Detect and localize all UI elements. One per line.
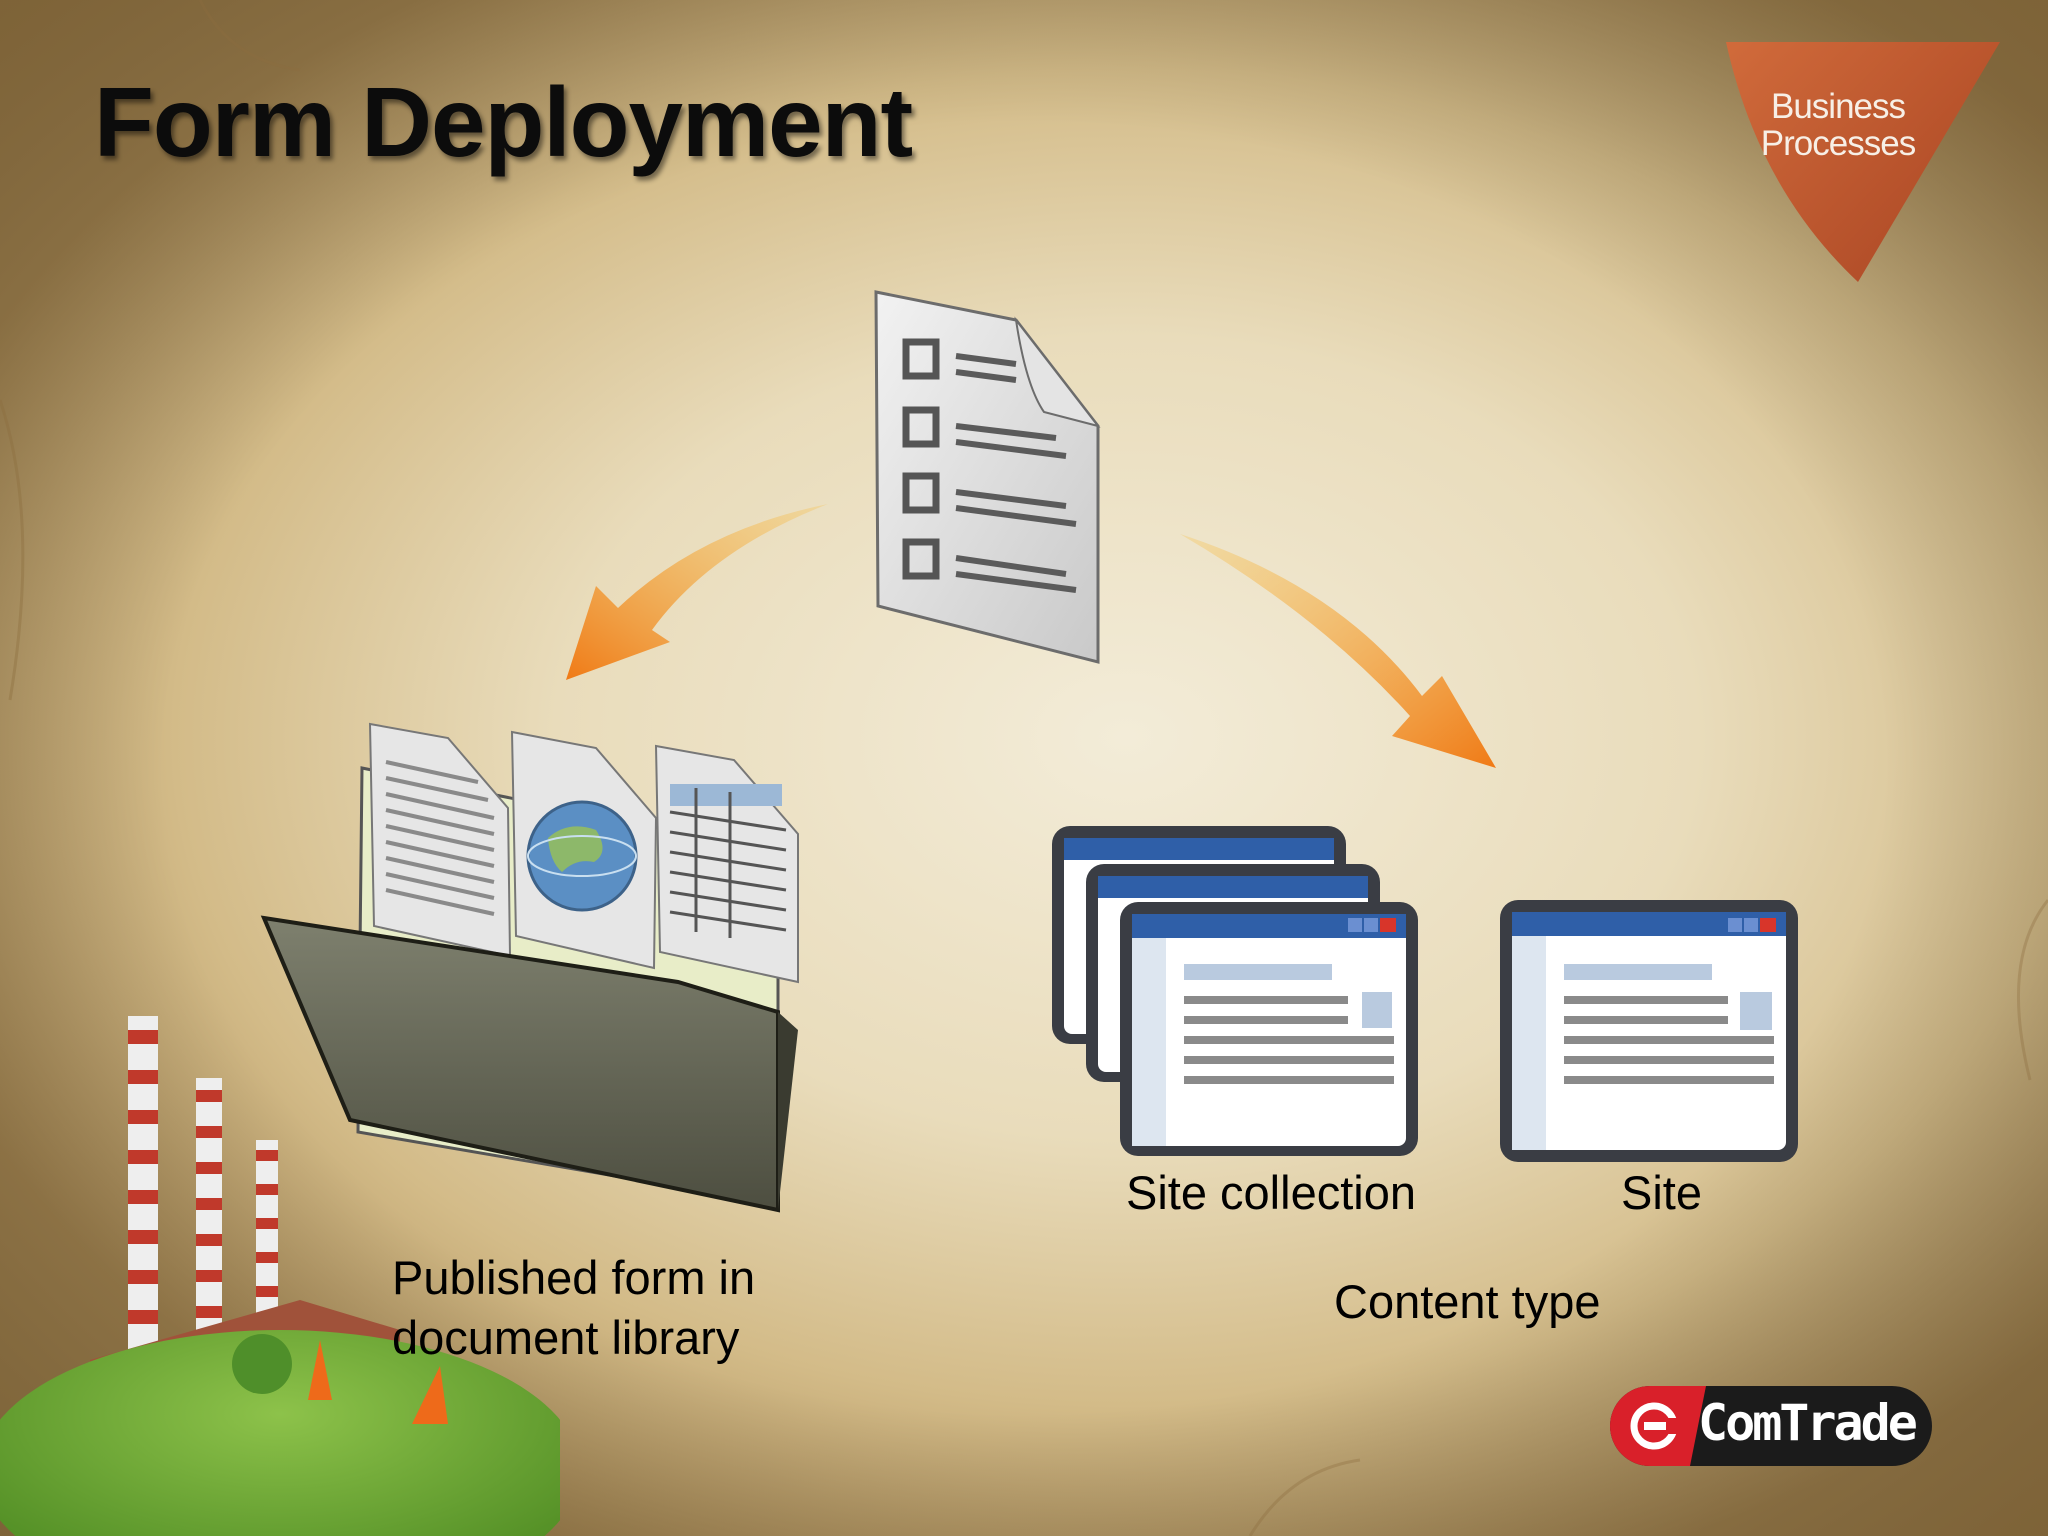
- stacked-window-front: [1120, 902, 1418, 1156]
- form-document-icon: [874, 290, 1101, 664]
- chimney-1: [128, 1016, 158, 1356]
- published-form-label-line-2: document library: [392, 1311, 740, 1364]
- chimney-2: [196, 1078, 222, 1368]
- badge-label: Business Processes: [1740, 88, 1936, 162]
- arrow-left-icon: [566, 504, 828, 680]
- business-processes-badge: [1726, 42, 2000, 282]
- factory-illustration: [0, 1016, 560, 1536]
- document-library-folder-icon: [260, 722, 799, 1213]
- page-title: Form Deployment: [94, 67, 913, 177]
- comtrade-logo-text: ComTrade: [1698, 1394, 1918, 1452]
- badge-line-2: Processes: [1760, 124, 1916, 163]
- folder-document-text: [368, 722, 512, 958]
- site-collection-label: Site collection: [1126, 1166, 1416, 1219]
- folder-document-spreadsheet: [654, 744, 799, 984]
- content-type-label: Content type: [1334, 1275, 1601, 1328]
- published-form-label-line-1: Published form in: [392, 1251, 756, 1304]
- badge-line-1: Business: [1770, 87, 1906, 126]
- arrow-right-icon: [1180, 534, 1496, 768]
- site-window-icon: [1500, 900, 1798, 1162]
- folder-document-globe: [510, 730, 658, 970]
- published-form-label: Published form in document library: [392, 1248, 755, 1368]
- site-label: Site: [1621, 1166, 1702, 1219]
- site-collection-windows-icon: [1052, 826, 1418, 1156]
- comtrade-logo: [1610, 1386, 1932, 1466]
